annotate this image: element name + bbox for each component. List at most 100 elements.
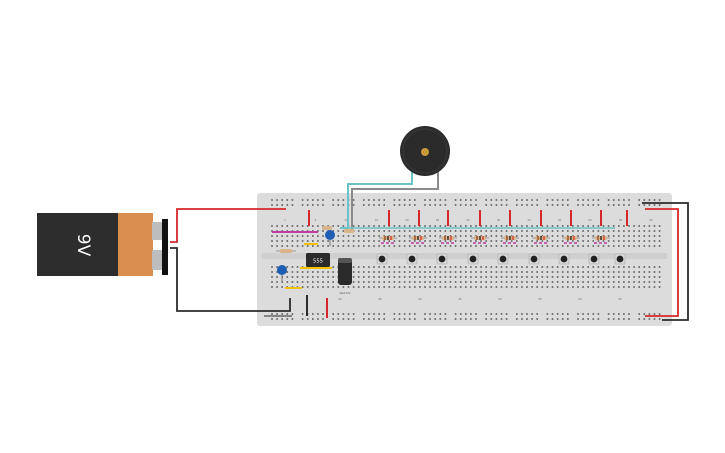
breadboard-hole <box>521 286 523 288</box>
push-button-cap[interactable] <box>499 255 507 263</box>
breadboard-hole <box>556 318 559 320</box>
breadboard-hole <box>618 204 620 206</box>
breadboard-hole <box>459 240 462 242</box>
chip-body[interactable] <box>306 253 330 267</box>
breadboard-hole <box>638 318 640 320</box>
breadboard-hole <box>403 318 406 320</box>
breadboard-hole <box>480 281 482 283</box>
breadboard-hole <box>577 313 579 315</box>
breadboard-hole <box>317 276 319 278</box>
push-button-cap[interactable] <box>469 255 477 263</box>
push-button[interactable] <box>558 253 570 265</box>
right-red-wire[interactable] <box>645 208 679 317</box>
piezo-buzzer[interactable] <box>400 126 450 176</box>
battery-case[interactable] <box>37 213 120 276</box>
breadboard-hole <box>291 313 294 315</box>
resistor-band <box>447 236 449 240</box>
resistor[interactable] <box>276 249 296 253</box>
push-button-cap[interactable] <box>378 255 386 263</box>
push-button-cap[interactable] <box>560 255 568 263</box>
breadboard-hole <box>618 271 620 273</box>
breadboard-hole <box>633 240 635 242</box>
breadboard-hole <box>485 266 487 268</box>
breadboard-hole <box>521 281 523 283</box>
timer-chip[interactable]: 555 <box>306 253 330 267</box>
breadboard-hole <box>541 271 544 273</box>
breadboard-hole <box>526 225 528 227</box>
battery-terminal-positive[interactable] <box>152 222 162 240</box>
breadboard-hole <box>454 276 457 278</box>
push-button[interactable] <box>467 253 479 265</box>
push-button[interactable] <box>406 253 418 265</box>
electrolytic-capacitor[interactable]: 10µF 16V <box>338 258 352 295</box>
ceramic-capacitor[interactable] <box>277 265 287 282</box>
breadboard-hole <box>312 286 314 288</box>
battery-9v[interactable]: 9V <box>37 213 168 276</box>
column-number: 45 <box>458 297 462 301</box>
push-button[interactable] <box>436 253 448 265</box>
breadboard-hole <box>582 271 584 273</box>
push-button[interactable] <box>614 253 626 265</box>
push-button[interactable] <box>497 253 509 265</box>
breadboard-hole <box>408 230 411 232</box>
breadboard-hole <box>628 245 630 247</box>
teal-wire[interactable] <box>340 170 413 229</box>
breadboard-hole <box>516 235 518 237</box>
breadboard-hole <box>480 230 482 232</box>
breadboard-hole <box>582 204 584 206</box>
breadboard-hole <box>291 199 294 201</box>
breadboard-hole <box>612 281 615 283</box>
breadboard-hole <box>306 271 309 273</box>
resistor-band <box>420 236 422 240</box>
push-button[interactable] <box>528 253 540 265</box>
battery-black-wire[interactable] <box>170 247 291 312</box>
breadboard-hole <box>378 230 380 232</box>
push-button-cap[interactable] <box>438 255 446 263</box>
rail-jumpers[interactable] <box>272 210 628 318</box>
breadboard-hole <box>567 245 569 247</box>
gray-wire[interactable] <box>351 170 439 230</box>
breadboard-hole <box>322 318 324 320</box>
breadboard-hole <box>567 230 569 232</box>
breadboard-hole <box>414 199 416 201</box>
breadboard-hole <box>465 286 467 288</box>
breadboard-hole <box>434 245 436 247</box>
battery-terminal-negative[interactable] <box>152 250 162 270</box>
push-button-cap[interactable] <box>616 255 624 263</box>
battery-red-wire[interactable] <box>170 208 286 243</box>
breadboard-hole <box>459 204 462 206</box>
capacitor-body[interactable] <box>338 258 352 285</box>
breadboard-hole <box>495 281 498 283</box>
push-button[interactable] <box>376 253 388 265</box>
breadboard-hole <box>516 225 518 227</box>
push-button-cap[interactable] <box>408 255 416 263</box>
breadboard-hole <box>653 199 656 201</box>
battery-band <box>118 213 153 276</box>
breadboard-hole <box>500 266 503 268</box>
ceramic-capacitor[interactable] <box>325 230 335 246</box>
push-button-cap[interactable] <box>590 255 598 263</box>
resistor[interactable] <box>322 226 354 233</box>
breadboard-hole <box>317 240 319 242</box>
breadboard-hole <box>465 235 467 237</box>
push-button[interactable] <box>588 253 600 265</box>
breadboard-hole <box>551 240 554 242</box>
push-button-cap[interactable] <box>530 255 538 263</box>
breadboard-hole <box>643 281 646 283</box>
right-black-wire[interactable] <box>642 202 689 321</box>
breadboard-hole <box>638 281 640 283</box>
breadboard-hole <box>526 230 528 232</box>
resistor-band <box>444 236 446 240</box>
breadboard-hole <box>597 245 600 247</box>
breadboard-hole <box>536 281 538 283</box>
breadboard-hole <box>521 318 523 320</box>
breadboard-hole <box>408 276 411 278</box>
resistor-row[interactable] <box>379 236 610 240</box>
breadboard-hole <box>592 313 595 315</box>
breadboard-hole <box>485 318 487 320</box>
push-button-row[interactable] <box>376 253 626 265</box>
column-number: 35 <box>497 218 501 222</box>
breadboard-hole <box>357 245 360 247</box>
